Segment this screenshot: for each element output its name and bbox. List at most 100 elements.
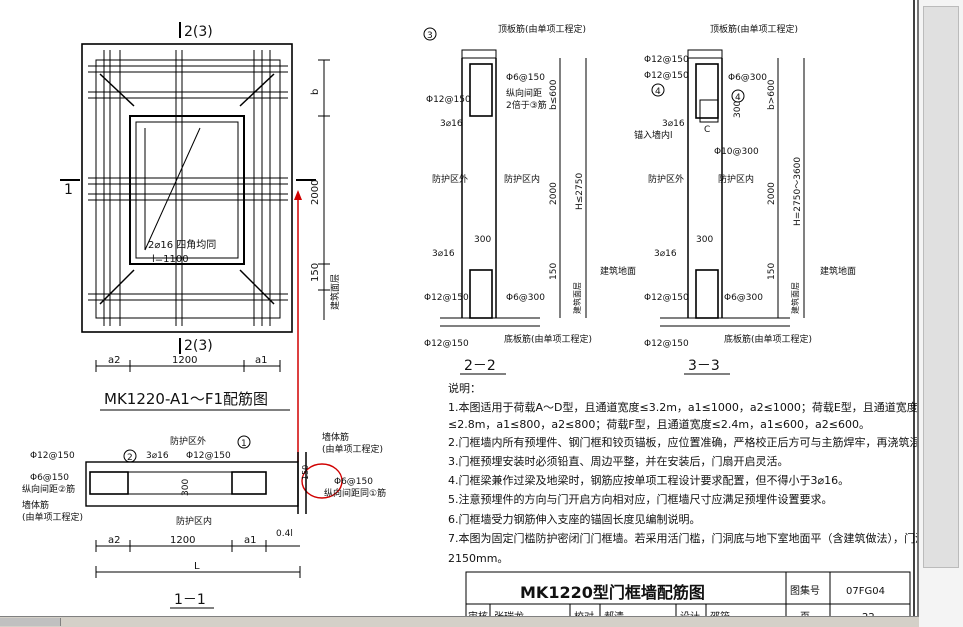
note-line: 2150mm。 bbox=[448, 552, 508, 565]
section-3-3-caption: 3－3 bbox=[688, 358, 720, 374]
dim-h: H≤2750 bbox=[575, 173, 585, 210]
circle-1: 1 bbox=[241, 439, 247, 449]
circle-4b: 4 bbox=[735, 93, 741, 103]
outside-zone: 防护区外 bbox=[648, 173, 684, 185]
rebar-label: 2⌀16 四角均同 bbox=[148, 239, 216, 251]
section-2-2: 3 顶板筋(由单项工程定) Φ6@150 纵向间距 2倍于③筋 Φ12@150 … bbox=[423, 23, 636, 375]
phi6-left: Φ6@150 bbox=[30, 473, 69, 483]
rebar-left-c: Φ12@150 bbox=[424, 339, 469, 349]
dim-1200: 1200 bbox=[172, 355, 197, 366]
section-3-3: 顶板筋(由单项工程定) Φ12@150 Φ12@150 Φ6@300 4 4 b… bbox=[634, 23, 856, 375]
note-line: 7.本图为固定门槛防护密闭门门框墙。若采用活门槛，门洞底与地下室地面平（含建筑做… bbox=[448, 531, 948, 545]
rebar-r6: Φ12@150 bbox=[644, 339, 689, 349]
dim-300: 300 bbox=[181, 479, 191, 496]
rebar-left: Φ12@150 bbox=[426, 95, 471, 105]
dim-b600: b>600 bbox=[767, 79, 777, 110]
phi12-mid: Φ12@150 bbox=[186, 451, 231, 461]
note-line: 4.门框梁兼作过梁及地梁时，钢筋应按单项工程设计要求配置，但不得小于3⌀16。 bbox=[448, 473, 849, 487]
floor-layer: 建筑面层 bbox=[572, 282, 582, 314]
section-1-1: Φ12@150 Φ6@150 纵向间距②筋 墙体筋 (由单项工程定) 2 3⌀1… bbox=[22, 431, 386, 609]
long-rebar: 纵向间距 bbox=[506, 87, 542, 99]
dim-1200: 1200 bbox=[170, 535, 195, 546]
note-line: 3.门框预埋安装时必须铅直、周边平整，并在安装后，门扇开启灵活。 bbox=[448, 454, 789, 468]
dim-04l: 0.4l bbox=[276, 529, 293, 539]
circle-2: 2 bbox=[127, 453, 133, 463]
wall-note-2: (由单项工程定) bbox=[22, 511, 83, 523]
notes-block: 说明： 1.本图适用于荷载A～D型，且通道宽度≤3.2m，a1≤1000，a2≤… bbox=[448, 381, 954, 565]
bottom-note: 底板筋(由单项工程定) bbox=[724, 333, 812, 345]
letter-c: C bbox=[704, 125, 710, 135]
top-note: 顶板筋(由单项工程定) bbox=[498, 23, 586, 35]
dim-150: 150 bbox=[301, 465, 310, 480]
rebar-r3: Φ6@300 bbox=[728, 73, 767, 83]
note-line: 1.本图适用于荷载A～D型，且通道宽度≤3.2m，a1≤1000，a2≤1000… bbox=[448, 400, 918, 414]
inside-zone: 防护区内 bbox=[504, 173, 540, 185]
outside-zone: 防护区外 bbox=[432, 173, 468, 185]
atlas-label: 图集号 bbox=[790, 584, 820, 597]
elevation-drawing: 2(3) 2(3) 1 2⌀16 四角均同 l=1100 b 2000 150 … bbox=[60, 22, 341, 411]
inside-zone: 防护区内 bbox=[176, 515, 212, 527]
atlas-number: 07FG04 bbox=[846, 586, 885, 597]
wall-right: 墙体筋 bbox=[322, 431, 349, 443]
section-2-2-caption: 2－2 bbox=[464, 358, 496, 374]
long-rebar-2: 2倍于③筋 bbox=[506, 99, 547, 111]
horizontal-scrollbar[interactable] bbox=[0, 616, 919, 627]
dim-floor-layer: 建筑面层 bbox=[329, 274, 341, 310]
section-1-1-caption: 1－1 bbox=[174, 592, 206, 608]
stirrup-top: Φ6@150 bbox=[506, 73, 545, 83]
dim-a2: a2 bbox=[108, 535, 121, 546]
anchor-note: 锚入墙内l bbox=[634, 129, 673, 141]
rebar-3phi16-b: 3⌀16 bbox=[432, 249, 455, 259]
circle-4a: 4 bbox=[655, 87, 661, 97]
bottom-note: 底板筋(由单项工程定) bbox=[504, 333, 592, 345]
wall-note: 墙体筋 bbox=[22, 499, 49, 511]
long-right: 纵向间距同①筋 bbox=[324, 487, 386, 499]
stirrup-b: Φ6@300 bbox=[506, 293, 545, 303]
floor-layer: 建筑面层 bbox=[790, 282, 800, 314]
note-line: ≤2.8m，a1≤800，a2≤800；荷载F型，且通道宽度≤2.4m，a1≤6… bbox=[448, 417, 870, 431]
top-note: 顶板筋(由单项工程定) bbox=[710, 23, 798, 35]
rebar-length: l=1100 bbox=[152, 254, 189, 265]
outside-zone: 防护区外 bbox=[170, 435, 206, 447]
elevation-caption: MK1220-A1～F1配筋图 bbox=[104, 390, 268, 408]
dim-a2: a2 bbox=[108, 355, 121, 366]
scrollbar-thumb[interactable] bbox=[923, 6, 959, 568]
dim-b600: b≤600 bbox=[549, 79, 559, 110]
circle-3: 3 bbox=[427, 31, 433, 41]
drawing-title: MK1220型门框墙配筋图 bbox=[520, 583, 705, 602]
dim-h: H=2750～3600 bbox=[793, 157, 803, 226]
rebar-r1: Φ12@150 bbox=[644, 55, 689, 65]
wall-right-2: (由单项工程定) bbox=[322, 443, 383, 455]
horizontal-scrollbar-thumb[interactable] bbox=[0, 618, 61, 626]
dim-2000: 2000 bbox=[310, 180, 321, 205]
dim-150: 150 bbox=[767, 263, 777, 280]
dim-300b: 300 bbox=[696, 235, 713, 245]
dim-300: 300 bbox=[733, 101, 743, 118]
rebar-3phi16: 3⌀16 bbox=[146, 451, 169, 461]
dim-a1: a1 bbox=[244, 535, 257, 546]
dim-150: 150 bbox=[310, 263, 321, 282]
long-note: 纵向间距②筋 bbox=[22, 483, 75, 495]
notes-header: 说明： bbox=[448, 381, 481, 395]
rebar-r5: Φ6@300 bbox=[724, 293, 763, 303]
vertical-scrollbar[interactable] bbox=[917, 0, 963, 627]
dim-2000: 2000 bbox=[549, 182, 559, 205]
floor-label: 建筑地面 bbox=[600, 265, 636, 277]
stirrup-10: Φ10@300 bbox=[714, 147, 759, 157]
inside-zone: 防护区内 bbox=[718, 173, 754, 185]
section-mark-top: 2(3) bbox=[184, 24, 213, 40]
rebar-3phi16: 3⌀16 bbox=[440, 119, 463, 129]
rebar-r2: Φ12@150 bbox=[644, 71, 689, 81]
rebar-3phi16: 3⌀16 bbox=[662, 119, 685, 129]
rebar-left-b: Φ12@150 bbox=[424, 293, 469, 303]
red-annotation bbox=[294, 190, 343, 499]
dim-300: 300 bbox=[474, 235, 491, 245]
dim-a1: a1 bbox=[255, 355, 268, 366]
floor-label: 建筑地面 bbox=[820, 265, 856, 277]
phi6-right: Φ6@150 bbox=[334, 477, 373, 487]
dim-2000: 2000 bbox=[767, 182, 777, 205]
rebar-r4: Φ12@150 bbox=[644, 293, 689, 303]
dim-L: L bbox=[194, 561, 200, 572]
